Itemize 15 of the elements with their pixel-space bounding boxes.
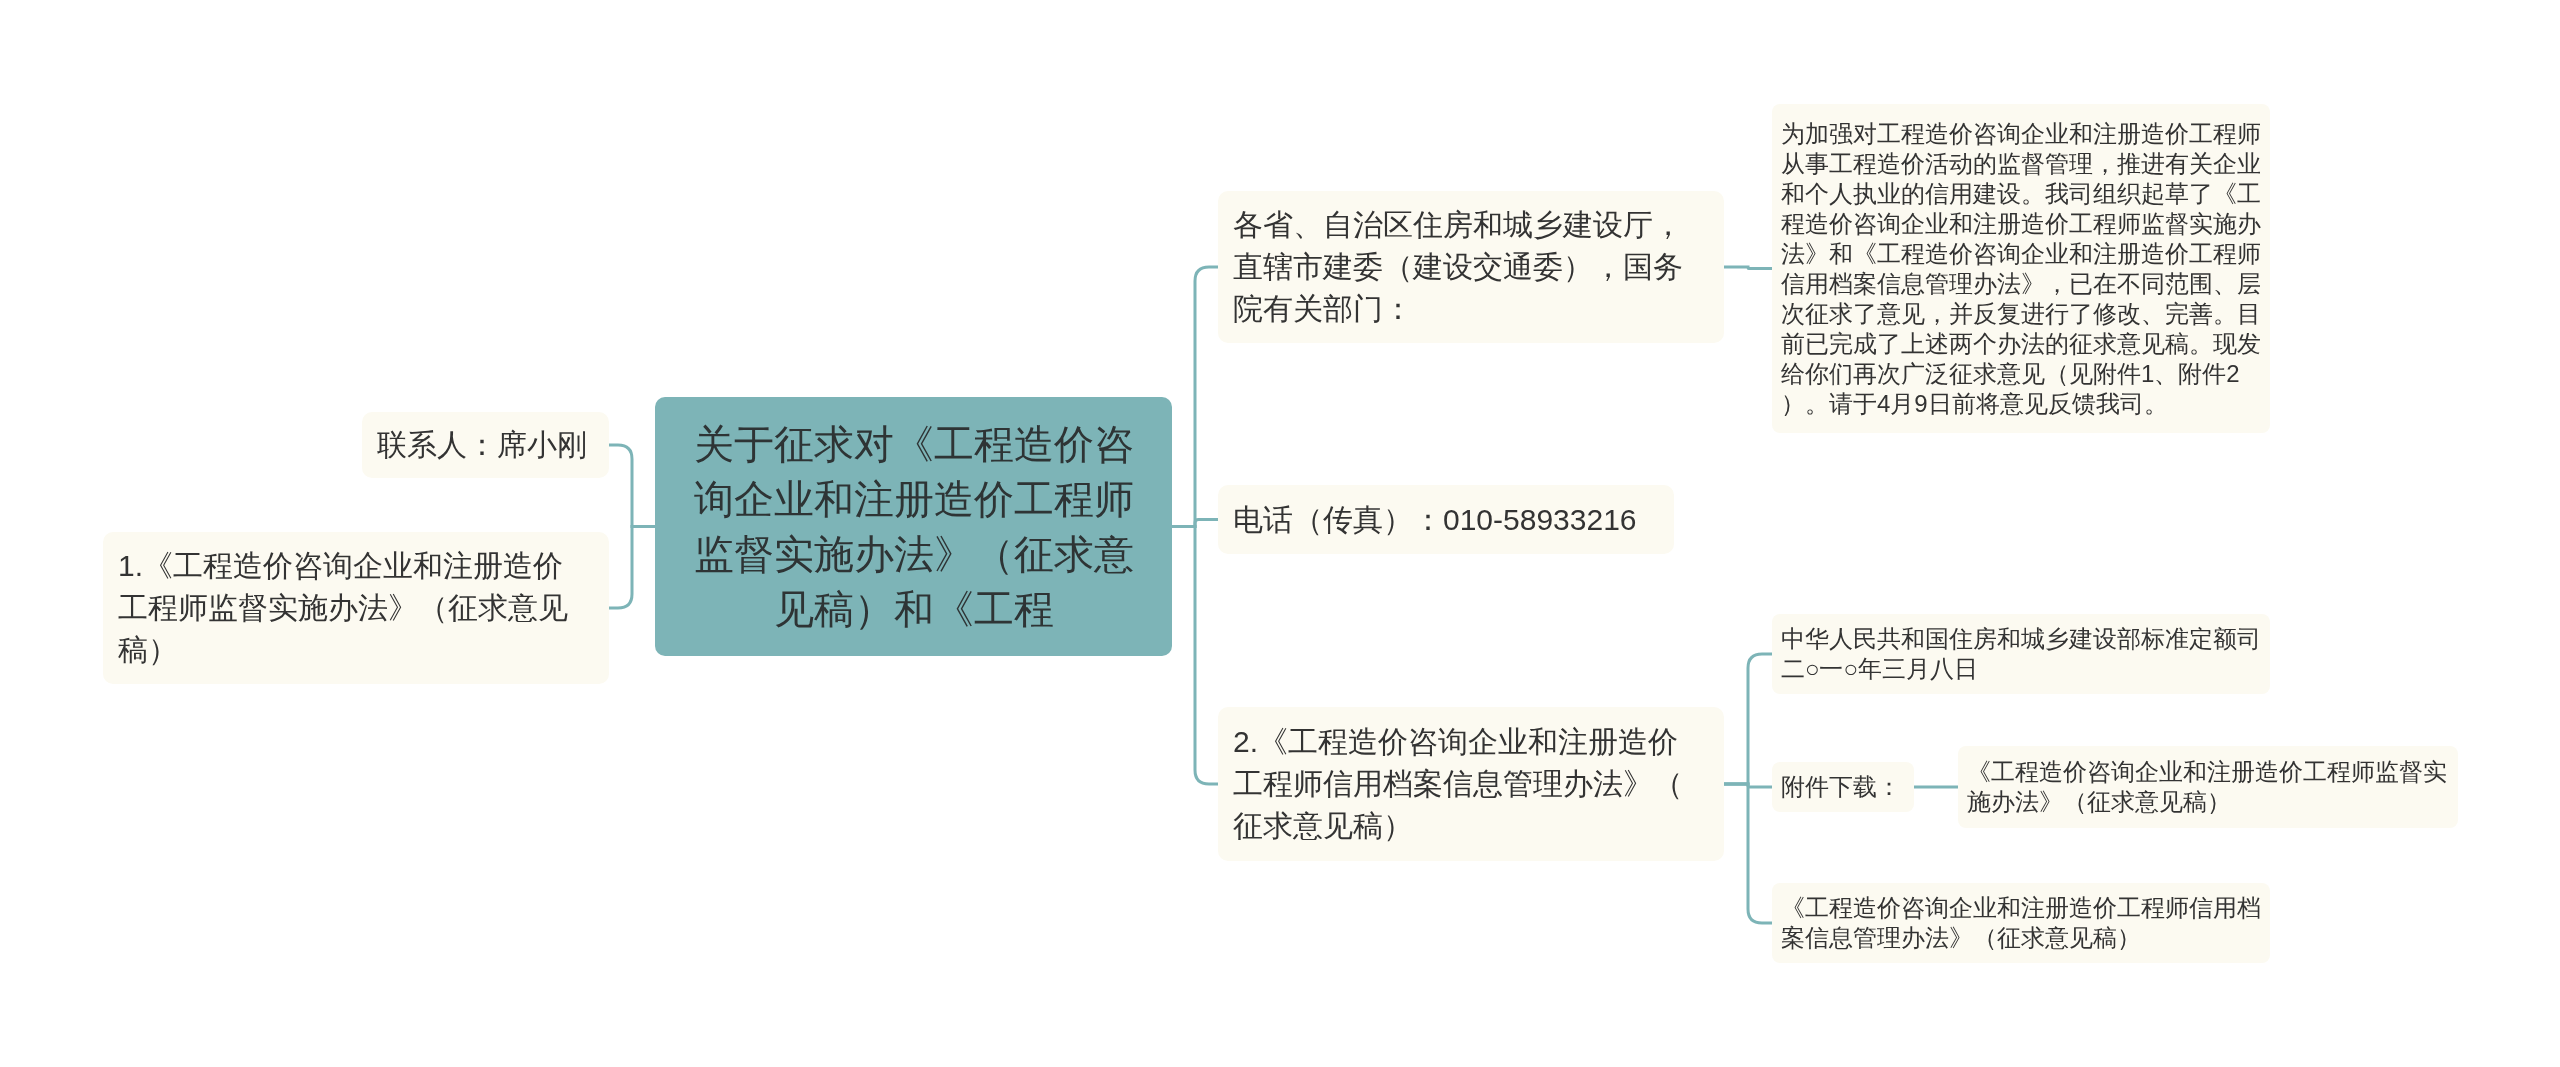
connector-line (1914, 785, 1958, 789)
subtopic-box: 为加强对工程造价咨询企业和注册造价工程师从事工程造价活动的监督管理，推进有关企业和个人执业的信用建设。我司组织起草了《工程造价咨询企业和注册造价工程师监督实施办法》和《工程造价咨询企业和注册造价工程师信用档案信息管理办法》，已在不同范围、层次征求了意见，并反复进行了修改、完善。目前已完成了上述两个办法的征求意见稿。现发给你们再次广泛征求意见（见附件1、附件2）。请于4月9日前将意见反馈我司。 (1772, 104, 2270, 433)
topic-box: 1.《工程造价咨询企业和注册造价工程师监督实施办法》（征求意见稿） (103, 532, 609, 684)
subtopic-box: 《工程造价咨询企业和注册造价工程师监督实施办法》（征求意见稿） (1958, 746, 2458, 828)
topic-box: 2.《工程造价咨询企业和注册造价工程师信用档案信息管理办法》（征求意见稿） (1218, 707, 1724, 861)
topic-box: 电话（传真）：010-58933216 (1218, 485, 1674, 554)
topic-box: 各省、自治区住房和城乡建设厅，直辖市建委（建设交通委），国务院有关部门： (1218, 191, 1724, 343)
topic-box: 联系人：席小刚 (362, 412, 609, 478)
subtopic-box: 附件下载： (1772, 762, 1914, 812)
connector-line (1172, 525, 1218, 786)
connector-line (1724, 782, 1772, 925)
subtopic-box: 中华人民共和国住房和城乡建设部标准定额司二○一○年三月八日 (1772, 614, 2270, 694)
central-topic-box: 关于征求对《工程造价咨询企业和注册造价工程师监督实施办法》（征求意见稿）和《工程 (655, 397, 1172, 656)
connector-line (1724, 265, 1772, 270)
subtopic-box: 《工程造价咨询企业和注册造价工程师信用档案信息管理办法》（征求意见稿） (1772, 883, 2270, 963)
